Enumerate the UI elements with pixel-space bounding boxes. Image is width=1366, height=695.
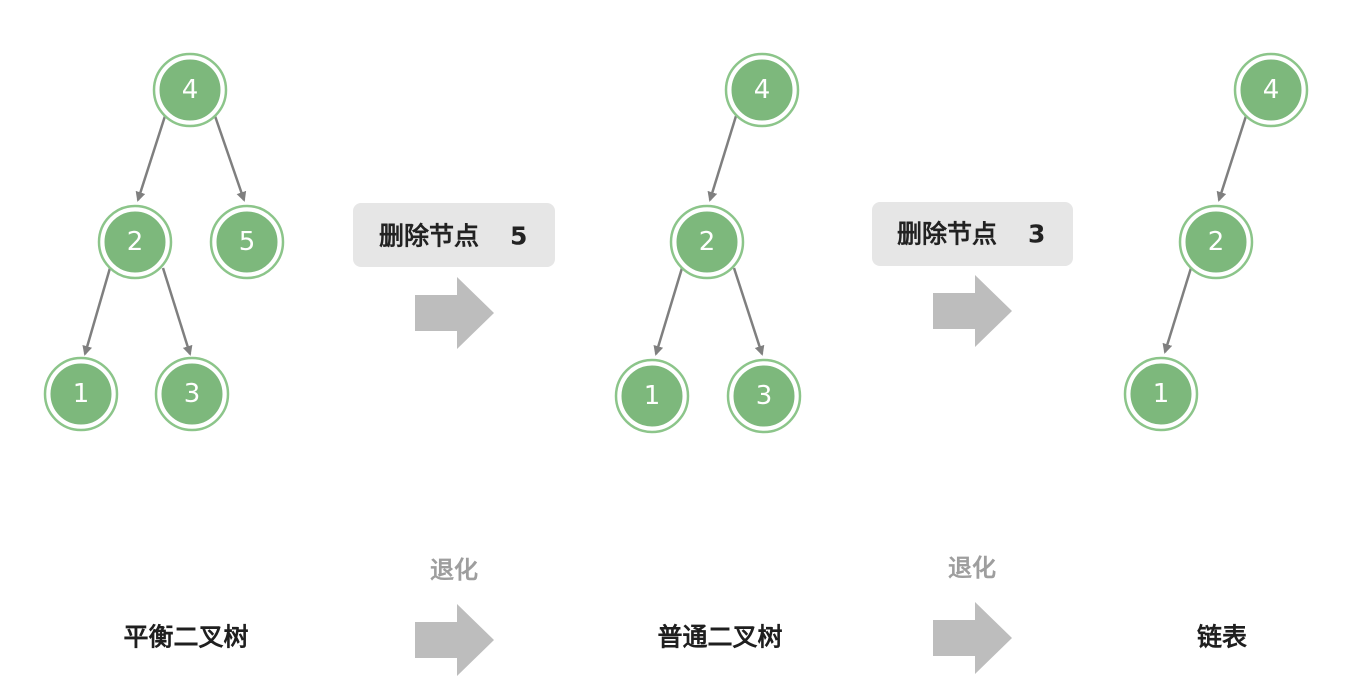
node-value: 3 (756, 381, 773, 411)
tree-node: 2 (1178, 204, 1254, 280)
tree-ordinary: 4 2 1 3 (614, 52, 802, 434)
tree-node: 2 (669, 204, 745, 280)
degrade-label: 退化 (948, 554, 996, 582)
right-arrow-icon (415, 277, 494, 349)
edge-4-2 (1216, 115, 1248, 202)
tree-node: 4 (724, 52, 800, 128)
node-value: 3 (184, 379, 201, 409)
tree-label-linked: 链表 (1197, 623, 1248, 652)
right-arrow-icon (415, 604, 494, 676)
edge-4-2 (707, 115, 738, 202)
tree-label-ordinary: 普通二叉树 (657, 623, 782, 652)
node-value: 2 (127, 227, 144, 257)
node-value: 4 (182, 75, 199, 105)
tree-node: 2 (97, 204, 173, 280)
operation-box (353, 203, 555, 267)
edge-4-2 (135, 115, 167, 202)
tree-node: 3 (726, 358, 802, 434)
tree-node: 4 (1233, 52, 1309, 128)
node-value: 2 (1208, 227, 1225, 257)
edge-2-3 (732, 267, 765, 356)
node-value: 4 (754, 75, 771, 105)
operation-value: 5 (510, 222, 527, 251)
node-value: 1 (644, 381, 661, 411)
operation-text: 删除节点 (897, 220, 997, 249)
edge-2-3 (161, 267, 193, 356)
tree-linked: 4 2 1 (1123, 52, 1309, 432)
right-arrow-icon (933, 602, 1012, 674)
operation-text: 删除节点 (379, 222, 479, 251)
operation-delete-5: 删除节点 5 (353, 203, 555, 267)
node-value: 5 (239, 227, 256, 257)
edge-2-1 (82, 267, 112, 356)
node-value: 2 (699, 227, 716, 257)
operation-value: 3 (1028, 220, 1045, 249)
right-arrow-icon (933, 275, 1012, 347)
tree-node: 1 (1123, 356, 1199, 432)
operation-box (872, 202, 1073, 266)
tree-label-balanced: 平衡二叉树 (123, 623, 248, 652)
tree-node: 3 (154, 356, 230, 432)
edge-4-5 (213, 115, 247, 202)
tree-node: 1 (614, 358, 690, 434)
node-value: 4 (1263, 75, 1280, 105)
tree-node: 1 (43, 356, 119, 432)
edge-2-1 (1162, 267, 1193, 354)
tree-node: 4 (152, 52, 228, 128)
node-value: 1 (1153, 379, 1170, 409)
degrade-label: 退化 (430, 556, 478, 584)
node-value: 1 (73, 379, 90, 409)
edge-2-1 (653, 267, 684, 356)
operation-delete-3: 删除节点 3 (872, 202, 1073, 266)
tree-node: 5 (209, 204, 285, 280)
tree-balanced: 4 2 5 1 3 (43, 52, 285, 432)
